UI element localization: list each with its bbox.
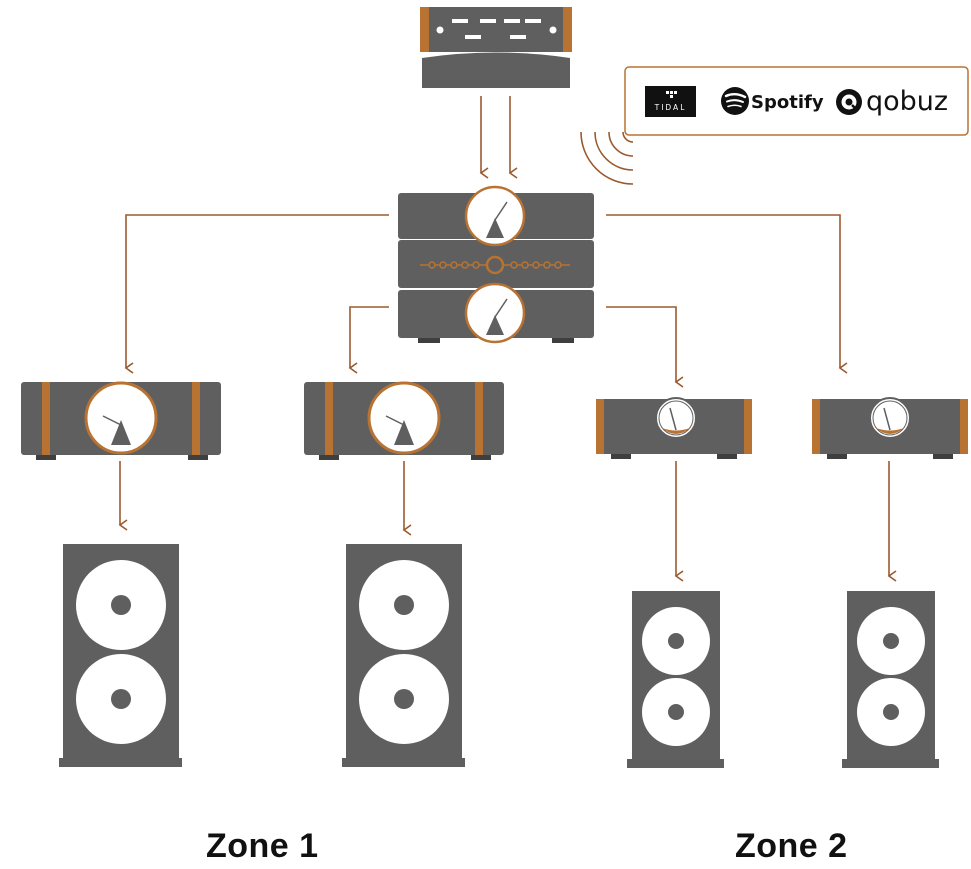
qobuz-label: qobuz [866, 86, 948, 117]
qobuz-logo: qobuz [836, 86, 948, 117]
floorstanding-speaker-icon [342, 544, 465, 767]
hub-to-amp4-arrow [606, 214, 848, 374]
streaming-services-box: TIDAL Spotify qobuz [624, 66, 969, 136]
integrated-amplifier-icon [812, 397, 968, 459]
bookshelf-speaker-icon [842, 591, 939, 768]
hub-to-amp3-arrow [606, 306, 684, 388]
spotify-label: Spotify [751, 92, 824, 113]
spotify-logo: Spotify [721, 87, 824, 115]
zone-2-label: Zone 2 [735, 827, 848, 865]
zone-1-label: Zone 1 [206, 827, 319, 865]
source-device-icon [420, 7, 572, 88]
tidal-label: TIDAL [654, 103, 687, 112]
bookshelf-speaker-icon [627, 591, 724, 768]
tidal-logo: TIDAL [645, 86, 696, 117]
power-amplifier-icon [304, 381, 504, 460]
hub-to-amp2-arrow [348, 306, 389, 374]
integrated-amplifier-icon [596, 397, 752, 459]
power-amplifier-icon [21, 381, 221, 460]
hub-to-amp1-arrow [124, 214, 389, 374]
wireless-signal-icon [580, 131, 634, 185]
connection-arrows [118, 96, 897, 582]
floorstanding-speaker-icon [59, 544, 182, 767]
streaming-preamp-stack-icon [398, 185, 594, 344]
